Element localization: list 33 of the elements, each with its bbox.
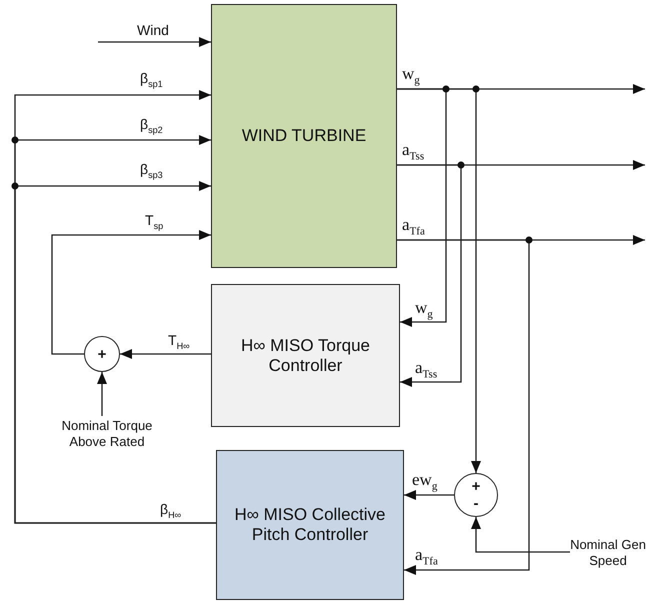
signal-label: a$_{Tfa}$ — [402, 215, 425, 238]
signal-label: β$_{H∞}$ — [160, 501, 182, 520]
plant-block: WIND TURBINE — [211, 4, 397, 268]
signal-label: Wind — [137, 22, 169, 38]
signal-label: T$_{sp}$ — [145, 212, 164, 231]
signal-label: a$_{Tss}$ — [415, 358, 438, 380]
summing-junction — [84, 336, 120, 372]
signal-label: T$_{H∞}$ — [168, 332, 190, 351]
signal-arrow — [397, 88, 481, 473]
signal-arrow — [397, 239, 530, 575]
signal-arrow — [98, 37, 211, 47]
signal-label: w$_{g}$ — [415, 298, 433, 320]
controller-block: H∞ MISO Torque Controller — [211, 284, 400, 427]
summing-junction — [454, 473, 498, 517]
signal-label: ew$_{g}$ — [412, 470, 438, 492]
signal-label: β$_{sp2}$ — [140, 116, 163, 135]
signal-arrow — [120, 349, 211, 359]
sign-text: + — [472, 478, 480, 495]
input-text: Nominal Torque Above Rated — [52, 416, 162, 452]
signal-label: a$_{Tss}$ — [402, 140, 424, 162]
signal-label: a$_{Tfa}$ — [415, 545, 438, 568]
signal-label: β$_{sp3}$ — [140, 161, 163, 180]
signal-arrow — [97, 372, 107, 416]
signal-arrow — [404, 490, 454, 500]
signal-label: β$_{sp1}$ — [140, 70, 163, 89]
signal-arrow — [397, 164, 462, 387]
sign-text: + — [98, 346, 106, 362]
signal-label: w$_{g}$ — [402, 64, 420, 86]
signal-arrow — [51, 230, 211, 355]
sign-text: - — [474, 495, 478, 512]
signal-arrow — [471, 517, 570, 553]
input-text: Nominal Gen Speed — [570, 536, 646, 570]
controller-block: H∞ MISO Collective Pitch Controller — [216, 450, 404, 600]
